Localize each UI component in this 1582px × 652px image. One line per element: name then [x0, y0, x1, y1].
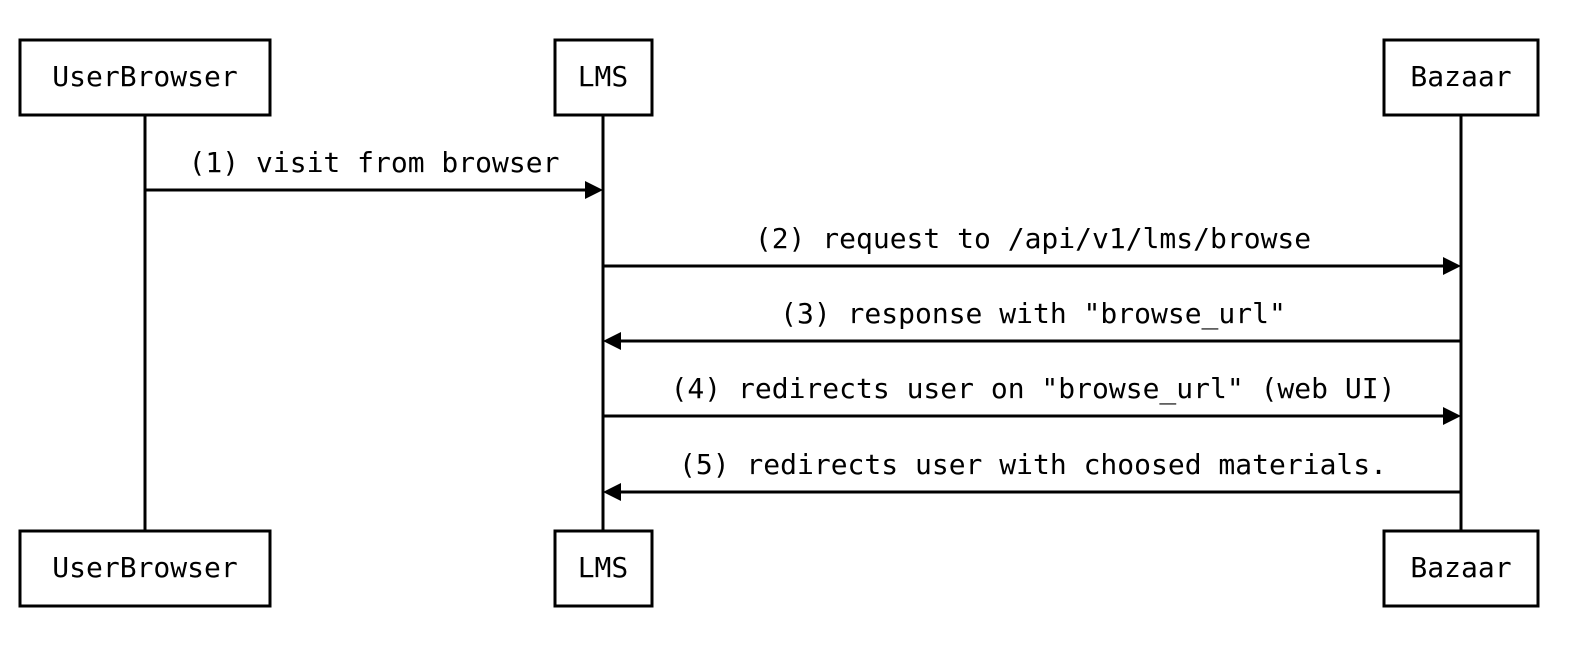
participant-bazaar-top: Bazaar	[1382, 38, 1540, 117]
participant-label: Bazaar	[1410, 60, 1511, 93]
message-label: (2) request to /api/v1/lms/browse	[755, 222, 1311, 255]
message-2: (2) request to /api/v1/lms/browse	[603, 222, 1461, 275]
participant-lms-bottom: LMS	[553, 529, 654, 608]
arrow-left-icon	[603, 332, 621, 350]
participant-userbrowser-top: UserBrowser	[18, 38, 272, 117]
message-3: (3) response with "browse_url"	[603, 297, 1461, 350]
message-5: (5) redirects user with choosed material…	[603, 448, 1461, 501]
message-1: (1) visit from browser	[145, 146, 603, 199]
arrow-right-icon	[585, 181, 603, 199]
participant-label: Bazaar	[1410, 551, 1511, 584]
arrow-right-icon	[1443, 407, 1461, 425]
message-label: (4) redirects user on "browse_url" (web …	[671, 372, 1396, 406]
participant-label: LMS	[578, 60, 629, 93]
participant-lms-top: LMS	[553, 38, 654, 117]
participant-label: UserBrowser	[52, 551, 237, 584]
message-4: (4) redirects user on "browse_url" (web …	[603, 372, 1461, 425]
message-label: (3) response with "browse_url"	[780, 297, 1286, 331]
participant-userbrowser-bottom: UserBrowser	[18, 529, 272, 608]
arrow-left-icon	[603, 483, 621, 501]
message-label: (5) redirects user with choosed material…	[679, 448, 1387, 481]
participant-label: UserBrowser	[52, 60, 237, 93]
arrow-right-icon	[1443, 257, 1461, 275]
participant-label: LMS	[578, 551, 629, 584]
participant-bazaar-bottom: Bazaar	[1382, 529, 1540, 608]
message-label: (1) visit from browser	[189, 146, 560, 179]
